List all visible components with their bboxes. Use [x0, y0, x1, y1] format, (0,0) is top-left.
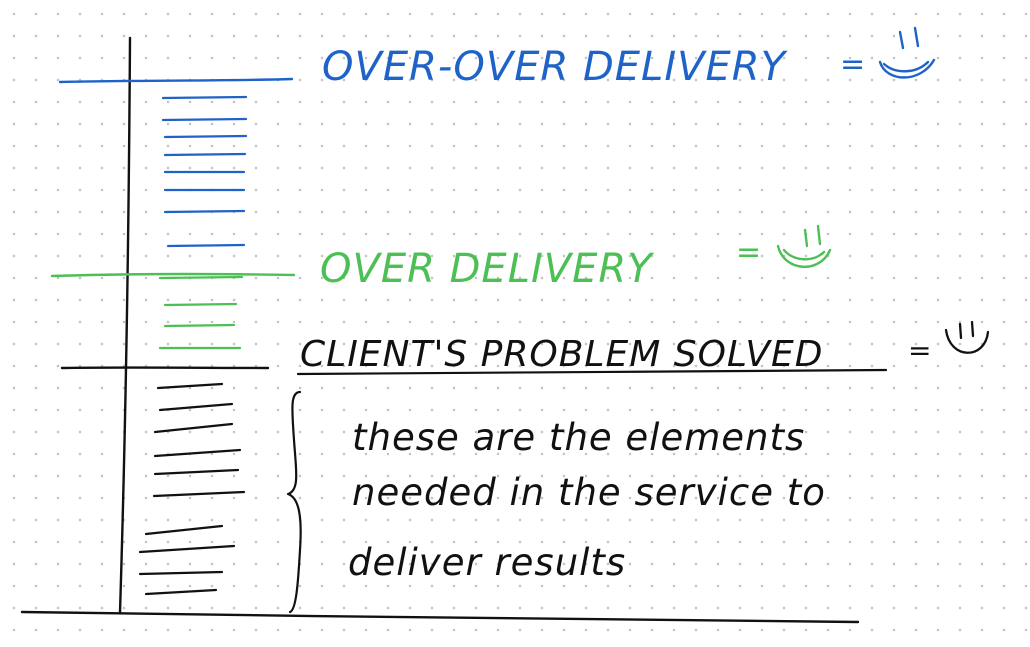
solved-underline — [296, 368, 888, 376]
small-smile-icon — [944, 320, 990, 354]
equals-green: = — [736, 235, 762, 270]
label-client-problem-solved: CLIENT'S PROBLEM SOLVED — [300, 334, 823, 375]
note-line-1: these are the elements — [352, 416, 805, 459]
label-over-over-delivery: OVER-OVER DELIVERY — [322, 44, 789, 90]
blue-threshold-line — [58, 77, 294, 84]
black-hatch — [138, 382, 246, 596]
green-hatch — [158, 275, 244, 350]
base-line — [20, 610, 860, 624]
equals-black: = — [908, 334, 932, 367]
label-over-delivery: OVER DELIVERY — [320, 246, 655, 292]
blue-hatch — [161, 95, 248, 248]
curly-brace — [286, 390, 302, 614]
green-threshold-line — [50, 272, 296, 278]
big-smile-icon — [878, 26, 936, 79]
vertical-axis — [118, 36, 132, 614]
note-line-2: needed in the service to — [352, 471, 826, 514]
note-line-3: deliver results — [348, 541, 626, 584]
equals-blue: = — [840, 47, 866, 82]
smile-icon — [776, 224, 832, 268]
